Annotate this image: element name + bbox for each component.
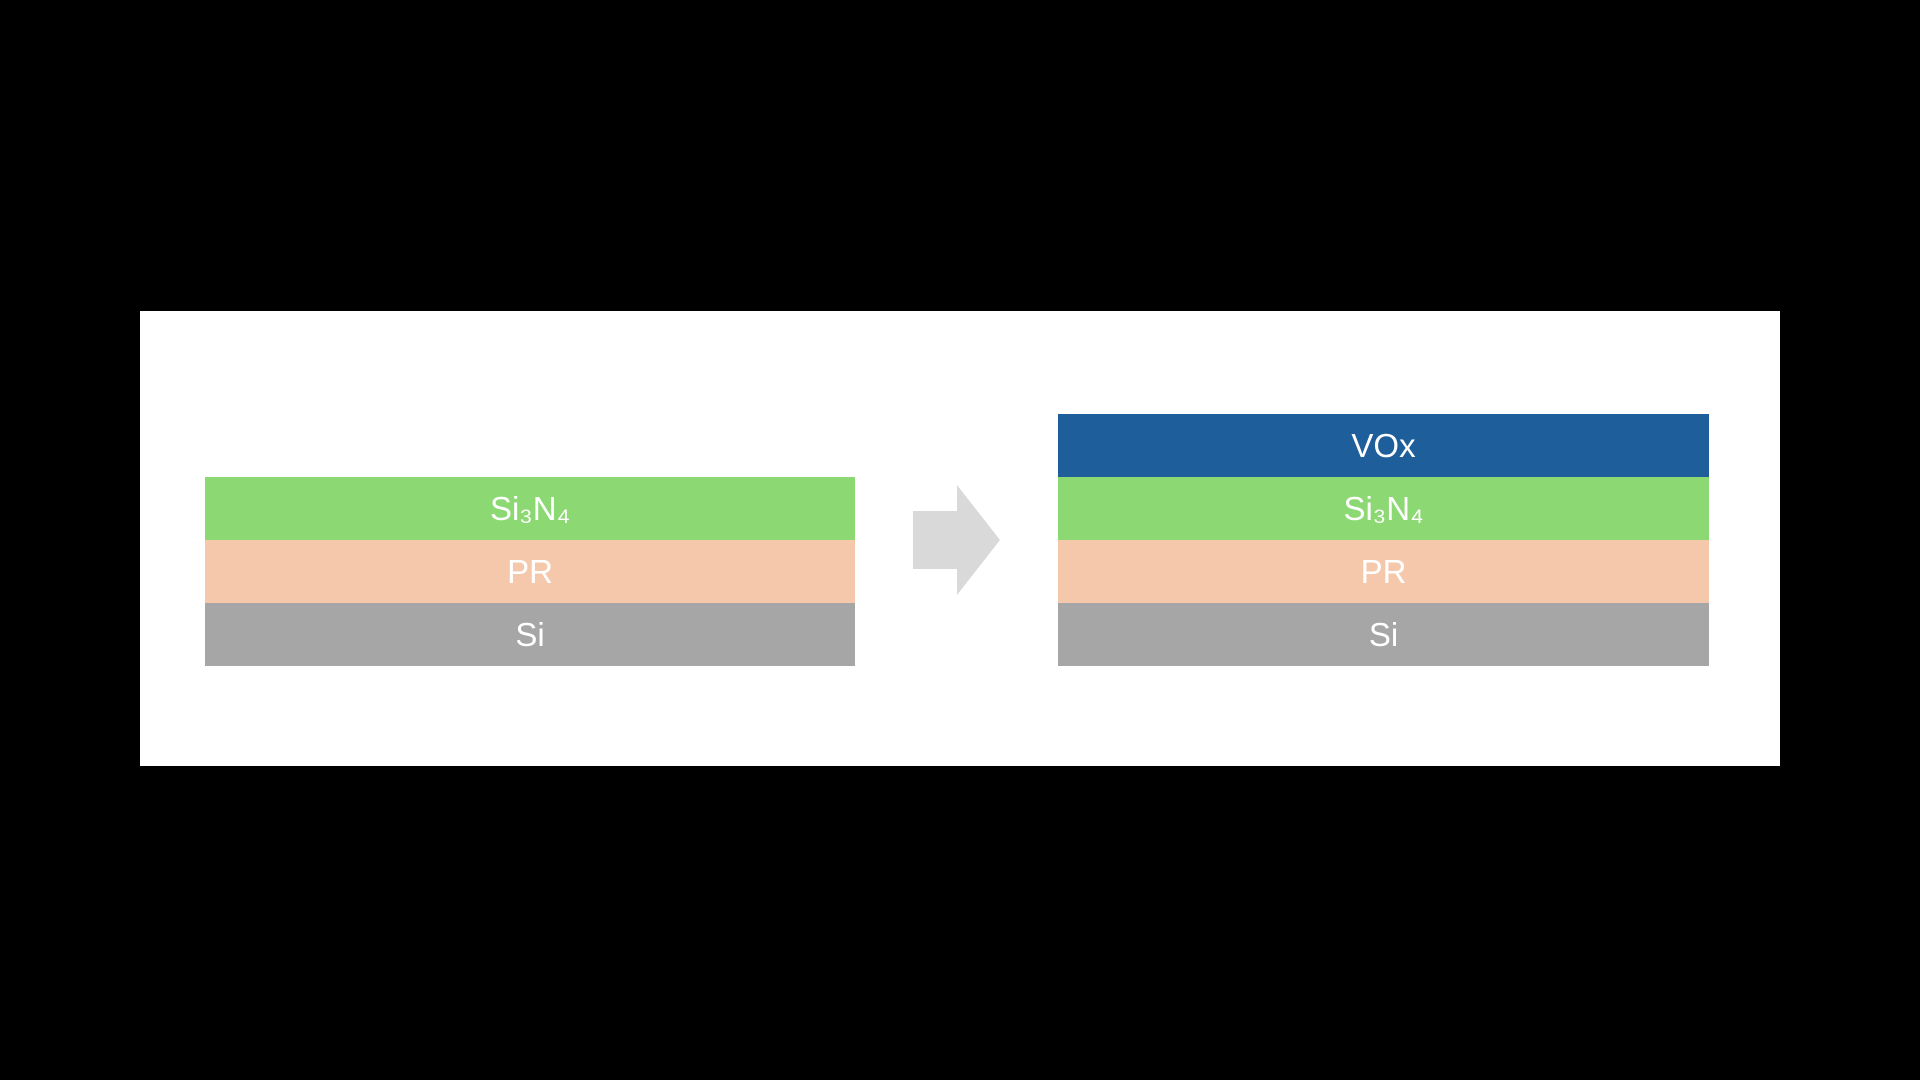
before-layer-si: Si <box>205 603 855 666</box>
after-layer-pr: PR <box>1058 540 1709 603</box>
after-stack: VOx Si₃N₄ PR Si <box>1058 414 1709 666</box>
after-layer-si: Si <box>1058 603 1709 666</box>
before-stack: Si₃N₄ PR Si <box>205 477 855 666</box>
before-layer-pr: PR <box>205 540 855 603</box>
arrow-shape <box>913 485 1000 595</box>
after-layer-si3n4: Si₃N₄ <box>1058 477 1709 540</box>
after-layer-vox: VOx <box>1058 414 1709 477</box>
before-layer-si3n4: Si₃N₄ <box>205 477 855 540</box>
process-arrow-icon <box>913 485 1000 595</box>
